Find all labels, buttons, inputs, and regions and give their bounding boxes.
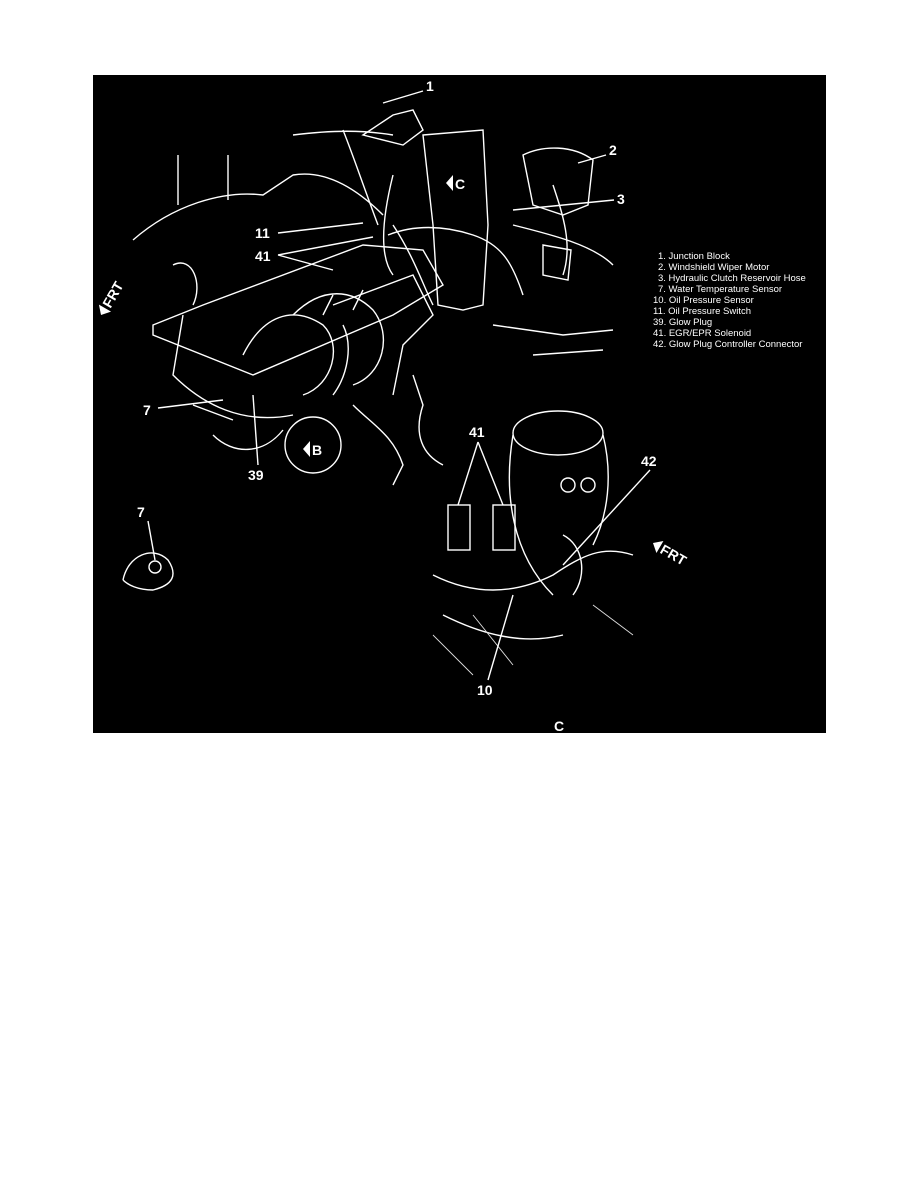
engine-line-art [132,109,614,486]
callout-41: 41 [255,248,271,264]
callout-11: 11 [255,225,270,241]
detail-sensor-7-art [122,552,174,591]
legend-item: 10. Oil Pressure Sensor [653,295,754,306]
callout-41-detail: 41 [469,424,485,440]
view-marker-c: C [446,175,465,192]
legend-item: 39. Glow Plug [653,317,712,328]
legend-item: 7. Water Temperature Sensor [658,284,782,295]
front-arrow-right: FRT [653,540,690,569]
engine-wiring-diagram: 1 2 3 11 41 7 39 7 41 42 10 C B FRT FRT … [93,75,826,733]
callout-10: 10 [477,682,493,698]
diagram-artwork: 1 2 3 11 41 7 39 7 41 42 10 C B FRT FRT … [98,78,806,733]
frt-label-left: FRT [99,278,127,310]
legend-item: 3. Hydraulic Clutch Reservoir Hose [658,273,806,284]
callout-1: 1 [426,78,434,94]
legend-item: 2. Windshield Wiper Motor [658,262,769,273]
view-c-caption: C [554,718,564,733]
legend: 1. Junction Block 2. Windshield Wiper Mo… [653,251,806,350]
callout-7: 7 [143,402,151,418]
view-b-label: B [312,442,322,458]
leader-lines [147,90,651,681]
legend-item: 1. Junction Block [658,251,730,262]
callout-7-detail: 7 [137,504,145,520]
detail-view-c-art [432,410,634,676]
callout-3: 3 [617,191,625,207]
callout-2: 2 [609,142,617,158]
view-marker-b: B [303,441,322,458]
legend-item: 42. Glow Plug Controller Connector [653,339,802,350]
front-arrow-left: FRT [98,278,127,315]
legend-item: 11. Oil Pressure Switch [653,306,751,317]
frt-label-right: FRT [658,541,690,569]
callout-42: 42 [641,453,657,469]
callout-39: 39 [248,467,264,483]
view-c-label: C [455,176,465,192]
legend-item: 41. EGR/EPR Solenoid [653,328,751,339]
